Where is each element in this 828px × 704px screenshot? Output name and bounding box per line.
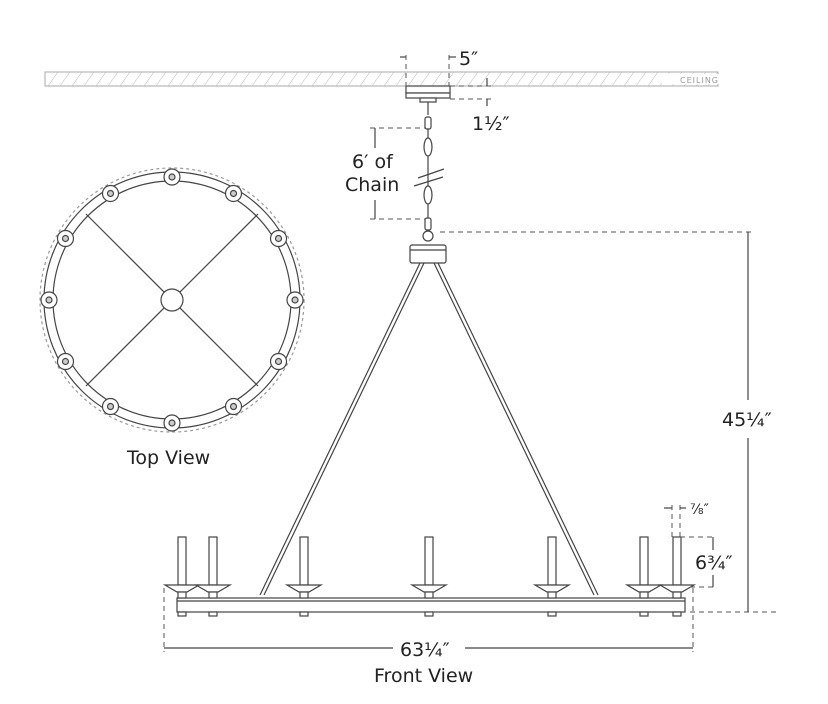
canopy-height-dimension: 1½″: [450, 78, 510, 135]
ceiling-label: CEILING: [680, 76, 719, 85]
chain: [413, 102, 445, 242]
top-view-candle: [224, 184, 243, 203]
top-view-candle: [56, 229, 75, 248]
top-view-candle: [286, 291, 304, 309]
top-view: [39, 167, 305, 433]
chain-label-line1: 6′ of: [352, 151, 394, 173]
front-view: [162, 536, 697, 617]
overall-height-label: 45¼″: [722, 409, 772, 431]
hub: [259, 244, 599, 596]
overall-height-dimension: 45¼″: [440, 231, 780, 613]
canopy-height-label: 1½″: [472, 113, 510, 135]
top-view-candle: [56, 352, 75, 371]
overall-width-label: 63¼″: [400, 639, 450, 661]
ring-bar: [176, 597, 686, 613]
front-view-candle: [409, 536, 449, 617]
top-view-label: Top View: [126, 447, 210, 469]
canopy: [405, 85, 451, 103]
front-view-candle: [193, 536, 233, 617]
top-view-candle: [101, 184, 120, 203]
top-view-candle: [269, 229, 288, 248]
candle-width-label: ⅞″: [690, 502, 709, 518]
top-view-candle: [224, 397, 243, 416]
front-view-candle: [657, 536, 697, 617]
overall-width-dimension: 63¼″: [163, 588, 694, 661]
candle-height-label: 6¾″: [695, 552, 733, 574]
candle-dimensions: ⅞″ 6¾″: [664, 502, 733, 588]
chain-dimension: 6′ of Chain: [345, 127, 425, 220]
front-view-candle: [532, 536, 572, 617]
chain-label-line2: Chain: [345, 174, 399, 196]
top-view-candle: [163, 414, 181, 432]
front-view-candle: [162, 536, 202, 617]
top-view-candle: [101, 397, 120, 416]
top-view-candle: [40, 291, 58, 309]
top-view-candle: [163, 168, 181, 186]
top-view-candle: [269, 352, 288, 371]
canopy-width-dimension: 5″: [400, 48, 478, 86]
front-view-candle: [284, 536, 324, 617]
front-view-label: Front View: [374, 665, 473, 687]
ceiling: CEILING: [44, 71, 722, 87]
canopy-width-label: 5″: [459, 48, 478, 70]
front-view-candle: [624, 536, 664, 617]
